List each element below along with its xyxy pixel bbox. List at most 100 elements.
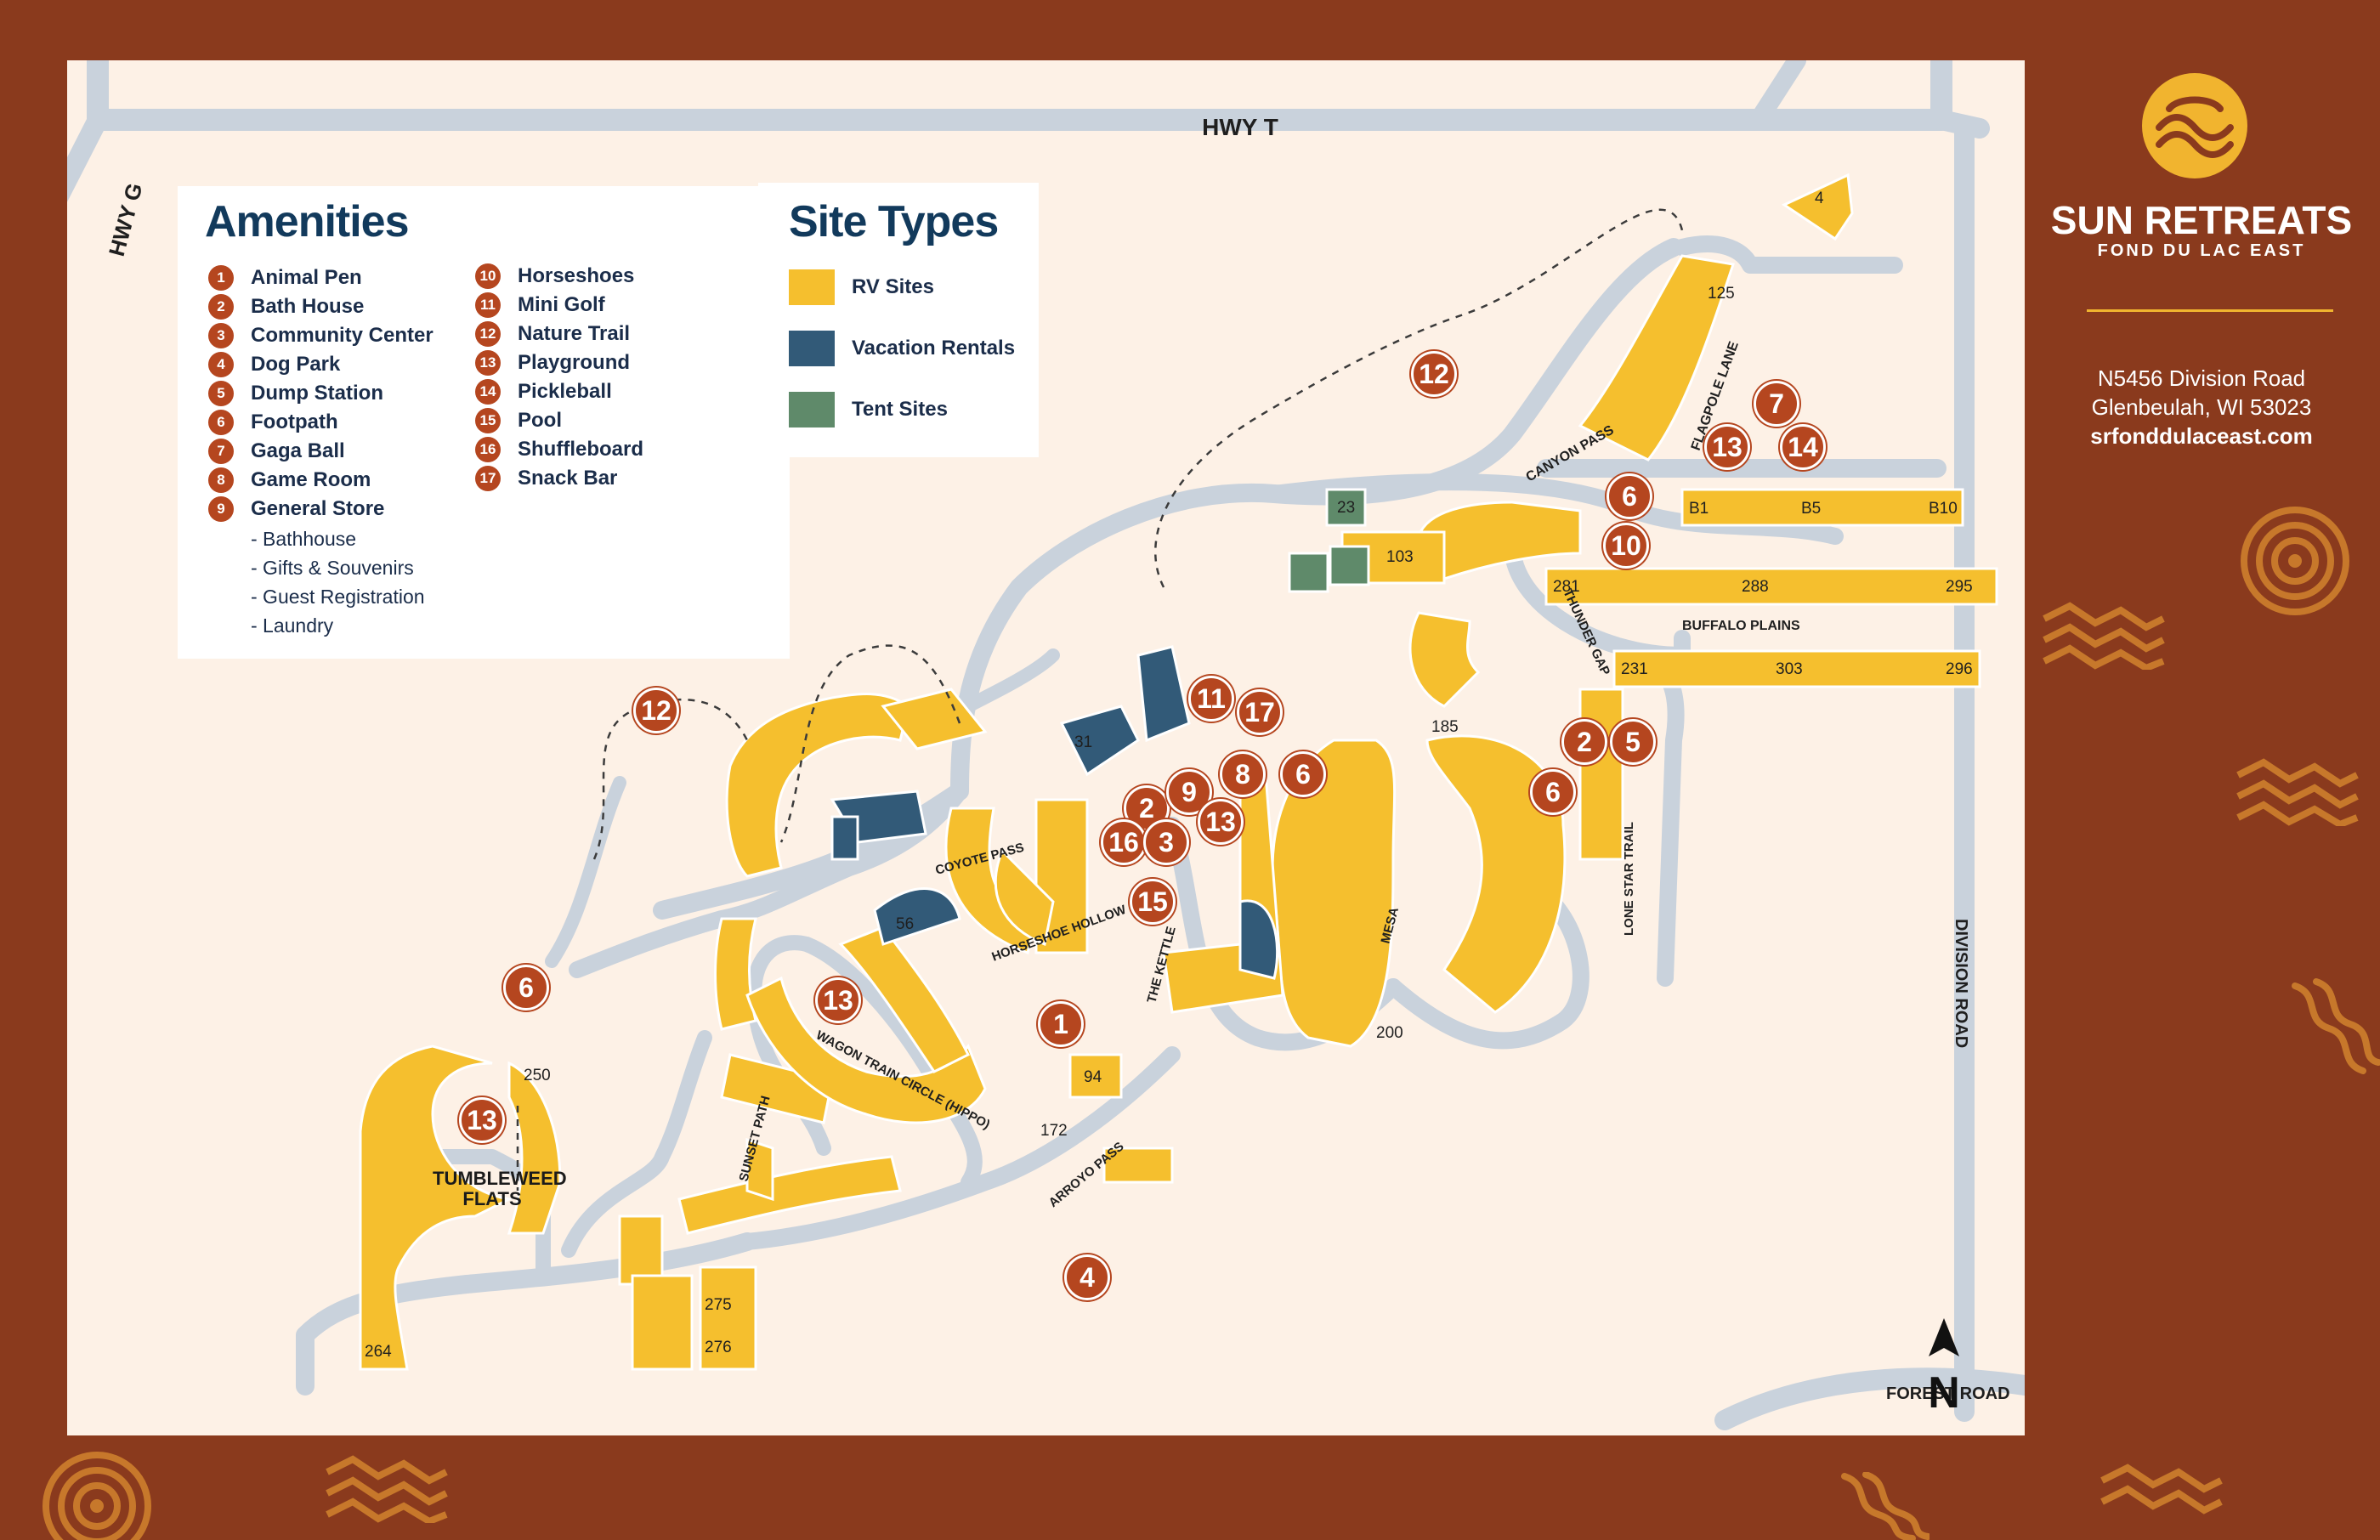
site-label-94: 94	[1084, 1068, 1102, 1086]
site-types-title: Site Types	[789, 197, 999, 246]
sun-wave-logo-icon	[2142, 73, 2247, 178]
dump-station-marker[interactable]: 5	[1610, 719, 1656, 765]
site-label-b5: B5	[1801, 500, 1821, 518]
site-label-275: 275	[705, 1296, 732, 1314]
site-label-200: 200	[1376, 1024, 1403, 1042]
site-label-281: 281	[1553, 578, 1580, 596]
playground-marker-tumbleweed[interactable]: 13	[459, 1097, 505, 1143]
brand-location: FOND DU LAC EAST	[2097, 241, 2306, 260]
site-label-295: 295	[1946, 578, 1973, 596]
general-store-marker[interactable]: 9	[1166, 769, 1212, 815]
pool-marker[interactable]: 15	[1130, 879, 1176, 925]
decorative-ring-icon	[2241, 507, 2349, 615]
tent-swatch	[789, 392, 835, 427]
general-store-subitem: - Guest Registration	[251, 586, 425, 608]
general-store-subitem: - Laundry	[251, 614, 334, 637]
pickleball-marker[interactable]: 14	[1780, 424, 1826, 470]
decorative-zigzag-icon	[2043, 602, 2165, 670]
general-store-subitem: - Bathhouse	[251, 528, 357, 550]
road-label-division-road: DIVISION ROAD	[1952, 919, 1970, 1048]
dog-park-marker[interactable]: 4	[1064, 1254, 1110, 1300]
playground-marker-north[interactable]: 13	[1704, 424, 1750, 470]
bath-house-marker-east[interactable]: 2	[1561, 719, 1607, 765]
site-label-276: 276	[705, 1339, 732, 1356]
road-label-buffalo-plains: BUFFALO PLAINS	[1682, 619, 1800, 633]
footpath-marker-3[interactable]: 6	[1530, 769, 1576, 815]
campground-map[interactable]: HWY T HWY G DIVISION ROAD FOREST ROAD CA…	[67, 60, 2025, 1435]
rv-site-blocks	[359, 173, 1998, 1371]
map-canvas: HWY T HWY G DIVISION ROAD FOREST ROAD CA…	[67, 60, 2025, 1430]
nature-trail-marker-1[interactable]: 12	[1411, 351, 1457, 397]
website-link[interactable]: srfonddulaceast.com	[2090, 423, 2313, 449]
site-label-172: 172	[1040, 1122, 1068, 1140]
gaga-ball-marker[interactable]: 7	[1754, 381, 1799, 427]
decorative-zigzag-icon	[326, 1455, 448, 1523]
snack-bar-marker[interactable]: 17	[1237, 689, 1283, 735]
site-type-tent: Tent Sites	[789, 392, 948, 427]
site-label-303: 303	[1776, 660, 1803, 678]
animal-pen-marker[interactable]: 1	[1038, 1001, 1084, 1047]
decorative-wave-icon	[1841, 1472, 1930, 1540]
decorative-wave-icon	[2292, 978, 2380, 1074]
shuffleboard-marker[interactable]: 16	[1101, 819, 1147, 865]
site-label-125: 125	[1708, 285, 1735, 303]
site-label-56: 56	[896, 915, 914, 933]
mini-golf-marker[interactable]: 11	[1188, 676, 1234, 722]
brand-name: SUN RETREATS	[2050, 198, 2353, 242]
site-type-rv: RV Sites	[789, 269, 934, 305]
site-label-296: 296	[1946, 660, 1973, 678]
decorative-zigzag-icon	[2100, 1464, 2223, 1515]
site-label-b1: B1	[1689, 500, 1708, 518]
decorative-ring-icon	[42, 1452, 151, 1540]
playground-marker-center[interactable]: 13	[1198, 799, 1244, 845]
game-room-marker[interactable]: 8	[1220, 751, 1266, 797]
site-label-185: 185	[1431, 718, 1459, 736]
footpath-marker-west[interactable]: 6	[503, 965, 549, 1011]
site-number-labels: B1 B5 B10 281 288 295 231 303 296 4 125 …	[365, 190, 1973, 1361]
community-center-marker[interactable]: 3	[1143, 819, 1189, 865]
amenities-title: Amenities	[205, 197, 410, 246]
general-store-subitem: - Gifts & Souvenirs	[251, 557, 414, 579]
site-label-4: 4	[1815, 190, 1824, 207]
road-label-forest-road: FOREST ROAD	[1886, 1384, 2010, 1403]
horseshoes-marker[interactable]: 10	[1603, 523, 1649, 569]
site-label-23: 23	[1337, 499, 1355, 517]
nature-trail-marker-2[interactable]: 12	[633, 688, 679, 733]
footpath-marker-2[interactable]: 6	[1280, 751, 1326, 797]
address-line-1: N5456 Division Road	[2097, 365, 2306, 391]
vacation-rental-swatch	[789, 331, 835, 366]
site-label-250: 250	[524, 1067, 551, 1084]
site-label-b10: B10	[1929, 500, 1958, 518]
road-label-hwy-t: HWY T	[1202, 114, 1278, 140]
site-label-264: 264	[365, 1343, 392, 1361]
site-label-288: 288	[1742, 578, 1769, 596]
decorative-zigzag-icon	[2236, 758, 2359, 826]
footpath-marker-1[interactable]: 6	[1606, 473, 1652, 519]
road-label-lone-star-trail: LONE STAR TRAIL	[1622, 822, 1636, 936]
playground-marker-wagon[interactable]: 13	[815, 977, 861, 1023]
road-label-hwy-g: HWY G	[104, 180, 148, 258]
site-label-31: 31	[1074, 733, 1092, 751]
north-arrow-icon: N	[1928, 1318, 1960, 1412]
site-label-103: 103	[1386, 548, 1414, 566]
north-label: N	[1928, 1368, 1960, 1412]
vacation-rental-blocks	[830, 645, 1279, 980]
address-line-2: Glenbeulah, WI 53023	[2091, 394, 2312, 420]
site-label-231: 231	[1621, 660, 1648, 678]
